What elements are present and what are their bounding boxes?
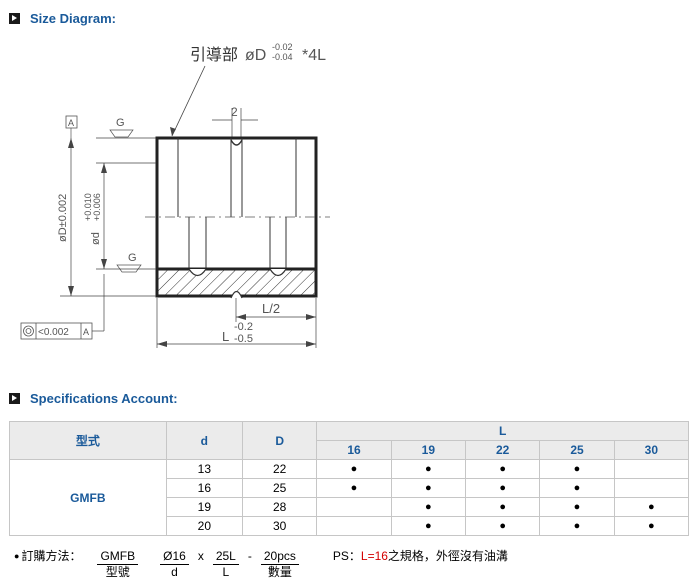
ps-note: PS：L=16之規格，外徑沒有油溝 bbox=[333, 549, 508, 564]
length-tol-upper: -0.2 bbox=[234, 321, 253, 333]
availability-cell: ● bbox=[464, 478, 541, 498]
ps-suffix: 之規格，外徑沒有油溝 bbox=[387, 549, 508, 563]
specifications-heading: Specifications Account: bbox=[9, 391, 178, 406]
dim-small-d-tol-upper: +0.010 bbox=[83, 193, 93, 221]
availability-cell: ● bbox=[539, 459, 615, 479]
availability-cell bbox=[613, 478, 690, 498]
availability-cell: ● bbox=[390, 478, 467, 498]
guide-tol-upper: -0.02 bbox=[272, 42, 293, 52]
size-diagram: 引導部 øD -0.02 -0.04 *4L 2 A G G øD±0.002 … bbox=[20, 42, 330, 348]
d-cell: 19 bbox=[165, 497, 244, 517]
col-header-l-value: 19 bbox=[390, 440, 467, 460]
concentricity-datum: A bbox=[83, 327, 89, 337]
availability-cell bbox=[613, 459, 690, 479]
order-d-label: d bbox=[171, 565, 178, 579]
availability-cell: ● bbox=[464, 497, 541, 517]
order-model-label: 型號 bbox=[105, 565, 130, 579]
order-example: ● 訂購方法： GMFB 型號 Ø16 d x 25L L - 20pcs 數量… bbox=[14, 549, 508, 580]
guide-label: 引導部 bbox=[190, 45, 238, 64]
big-d-cell: 22 bbox=[242, 459, 318, 479]
availability-cell: ● bbox=[539, 478, 615, 498]
guide-dim: øD bbox=[245, 47, 266, 64]
availability-cell: ● bbox=[539, 516, 615, 536]
size-diagram-heading: Size Diagram: bbox=[9, 11, 116, 26]
availability-cell: ● bbox=[464, 516, 541, 536]
dim-big-d: øD±0.002 bbox=[57, 194, 69, 242]
availability-cell bbox=[316, 497, 392, 517]
order-label: 訂購方法： bbox=[21, 549, 82, 563]
d-cell: 13 bbox=[165, 459, 244, 479]
order-model-value: GMFB bbox=[97, 549, 139, 565]
order-d-value: Ø16 bbox=[160, 549, 189, 565]
d-cell: 20 bbox=[165, 516, 244, 536]
order-qty-value: 20pcs bbox=[260, 549, 299, 565]
availability-cell: ● bbox=[316, 478, 392, 498]
length-tol-lower: -0.5 bbox=[234, 333, 253, 345]
col-header-l-value: 30 bbox=[613, 440, 690, 460]
d-cell: 16 bbox=[165, 478, 244, 498]
big-d-cell: 28 bbox=[242, 497, 318, 517]
finish-g-top: G bbox=[116, 117, 125, 129]
order-separator: - bbox=[247, 549, 252, 563]
col-header-l-value: 25 bbox=[539, 440, 615, 460]
dim-small-d-tol-lower: +0.006 bbox=[92, 193, 102, 221]
col-header-big-d: D bbox=[242, 421, 318, 460]
groove-width-label: 2 bbox=[231, 105, 238, 119]
size-diagram-title: Size Diagram: bbox=[30, 11, 116, 26]
order-qty: 20pcs 數量 bbox=[260, 549, 299, 580]
guide-suffix: *4L bbox=[302, 47, 326, 64]
order-model: GMFB 型號 bbox=[97, 549, 139, 580]
order-l: 25L L bbox=[212, 549, 239, 580]
order-d: Ø16 d bbox=[160, 549, 189, 580]
half-length-label: L/2 bbox=[262, 301, 280, 316]
length-label: L bbox=[222, 329, 229, 344]
availability-cell: ● bbox=[316, 459, 392, 479]
dim-small-d: ød bbox=[90, 232, 102, 245]
order-l-label: L bbox=[222, 565, 230, 579]
availability-cell: ● bbox=[390, 497, 467, 517]
col-header-d: d bbox=[165, 421, 244, 460]
col-header-model: 型式 bbox=[9, 421, 167, 460]
availability-cell: ● bbox=[613, 497, 690, 517]
availability-cell bbox=[316, 516, 392, 536]
availability-cell: ● bbox=[464, 459, 541, 479]
availability-cell: ● bbox=[539, 497, 615, 517]
big-d-cell: 25 bbox=[242, 478, 318, 498]
section-arrow-icon bbox=[9, 393, 20, 404]
bullet-icon: ● bbox=[14, 551, 20, 561]
availability-cell: ● bbox=[390, 459, 467, 479]
availability-cell: ● bbox=[613, 516, 690, 536]
big-d-cell: 30 bbox=[242, 516, 318, 536]
ps-highlight: L=16 bbox=[360, 549, 388, 563]
datum-a-label: A bbox=[68, 118, 74, 128]
order-qty-label: 數量 bbox=[267, 565, 292, 579]
specifications-title: Specifications Account: bbox=[30, 391, 178, 406]
ps-prefix: PS： bbox=[332, 549, 361, 563]
guide-tol-lower: -0.04 bbox=[272, 52, 293, 62]
section-arrow-icon bbox=[9, 13, 20, 24]
col-header-l-value: 22 bbox=[464, 440, 541, 460]
col-header-l-value: 16 bbox=[316, 440, 392, 460]
availability-cell: ● bbox=[390, 516, 467, 536]
model-cell: GMFB bbox=[9, 459, 167, 536]
concentricity-value: <0.002 bbox=[38, 327, 69, 338]
finish-g-bottom: G bbox=[128, 252, 137, 264]
order-l-value: 25L bbox=[212, 549, 239, 565]
col-header-l: L bbox=[316, 421, 689, 441]
order-separator: x bbox=[197, 549, 204, 563]
